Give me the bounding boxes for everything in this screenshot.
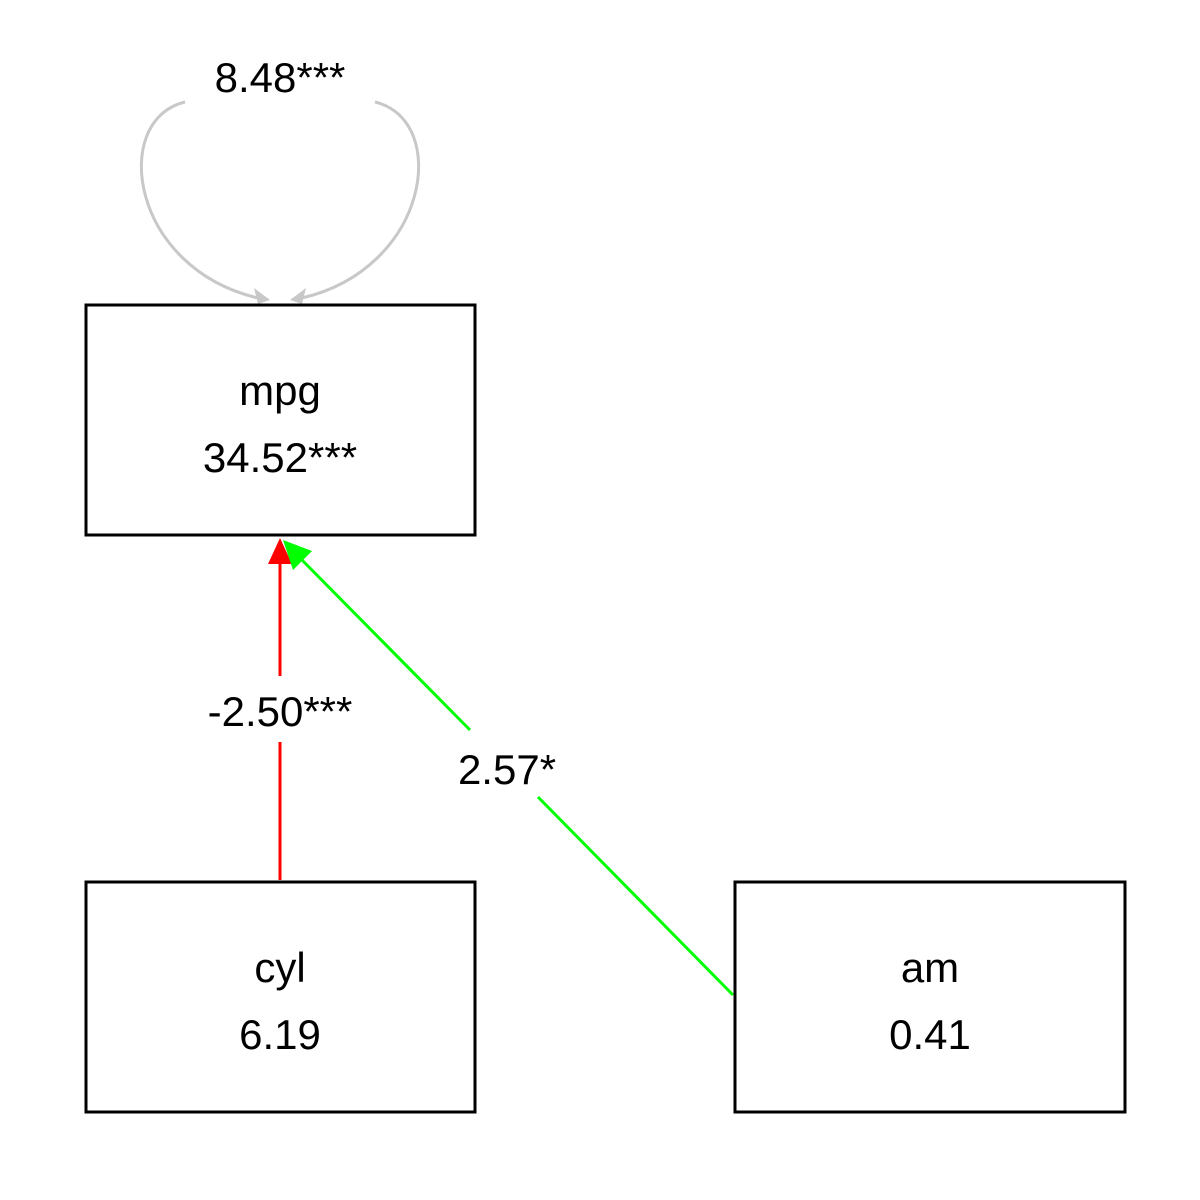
node-mpg-value: 34.52*** [203, 434, 357, 481]
variance-loop [139, 100, 421, 300]
edge-cyl-mpg: -2.50*** [208, 538, 353, 880]
node-mpg: mpg 34.52*** [84, 303, 477, 537]
variance-label: 8.48*** [215, 54, 346, 101]
edge-cyl-mpg-arrowhead [268, 538, 292, 564]
node-cyl-value: 6.19 [239, 1011, 321, 1058]
variance-arrowhead-left [254, 288, 270, 304]
node-cyl: cyl 6.19 [84, 880, 477, 1114]
node-am-value: 0.41 [889, 1011, 971, 1058]
edge-mpg-variance: 8.48*** [139, 54, 421, 304]
edge-am-mpg-arrowhead [283, 540, 312, 570]
node-am-box [733, 880, 1127, 1114]
node-cyl-name: cyl [254, 944, 305, 991]
edge-am-mpg-line-lower [536, 795, 735, 997]
edge-cyl-mpg-label: -2.50*** [208, 688, 353, 735]
edge-am-mpg-line-upper [300, 558, 472, 732]
node-cyl-box [84, 880, 477, 1114]
variance-arrowhead-right [290, 288, 306, 304]
edge-am-mpg: 2.57* [283, 540, 735, 997]
node-mpg-box [84, 303, 477, 537]
node-mpg-name: mpg [239, 367, 321, 414]
node-am-name: am [901, 944, 959, 991]
node-am: am 0.41 [733, 880, 1127, 1114]
edge-am-mpg-label: 2.57* [458, 746, 556, 793]
